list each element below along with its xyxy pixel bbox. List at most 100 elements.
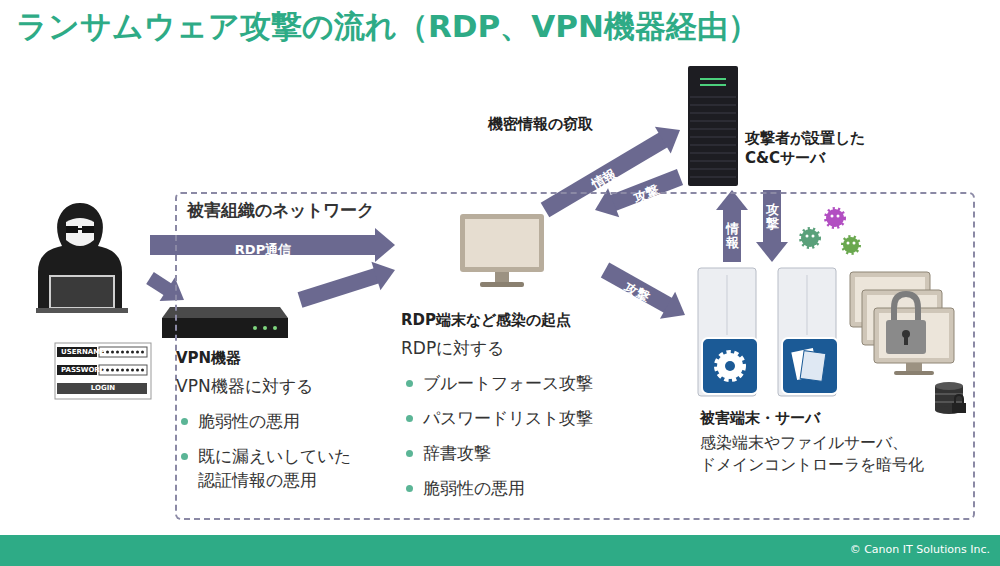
virus-icons-part [812,235,815,238]
attacker-figure-part [78,228,82,230]
bullet-dot [181,418,188,425]
attacker-figure-part [36,308,128,313]
edge-label: 情報 [726,221,739,250]
sub-row: VPN機器に対する [176,374,362,398]
arrow-connector [150,277,184,301]
arrow-shaft [605,270,668,306]
cc-row: 攻撃者が設置した C&Cサーバ [745,128,873,168]
edge-label: 情報 [590,167,619,191]
attacker-figure [36,203,128,313]
cc-server-tower [688,66,738,186]
formBtn-text: LOGIN [59,383,147,394]
victim-servers-part [702,338,758,394]
victim-terminals-part [879,313,949,358]
vpn-device-part [162,307,288,318]
footer-bar-part [0,535,1000,566]
form-row: PASSWORD [59,365,150,375]
head-text: RDP端末など感染の起点 [401,310,605,330]
bullet-dot [406,380,413,387]
rdp-monitor-part [480,282,524,287]
bullet-text: 辞書攻撃 [423,441,605,465]
edge-label: 攻撃 [622,280,651,304]
cc-server-tower-part [690,96,736,182]
bullet-row: 既に漏えいしていた 認証情報の悪用 [176,444,362,492]
bullet-dot [406,450,413,457]
virus-icons-part [847,242,850,245]
cc-server-tower-part [688,66,738,186]
virus-icons-part [826,209,844,227]
edge-label: 攻撃 [766,202,779,231]
bullet-text: 脆弱性の悪用 [423,476,605,500]
vpn-device-part [263,326,267,330]
arrow-head [655,127,680,154]
form-text: PASSWORD [61,365,150,375]
login-form-part [55,343,151,399]
head-text: 被害端末・サーバ [700,408,970,428]
login-form-part [99,347,147,357]
title: ランサムウェア攻撃の流れ（RDP、VPN機器経由） [16,6,759,46]
victim-servers-part [807,275,808,335]
footer-bar [0,535,1000,566]
rdp-monitor [460,214,544,287]
virus-icons [801,209,859,253]
virus-icons-part [853,242,856,245]
arrow-head [660,292,685,319]
body-text: 感染端末やファイルサーバ、 ドメインコントローラを暗号化 [700,432,928,476]
padlock-part [886,320,926,354]
vpn-device-node: VPN機器VPN機器に対する脆弱性の悪用既に漏えいしていた 認証情報の悪用 [162,300,362,492]
virus-icons-part [801,229,819,247]
victim-servers-part [800,351,826,382]
arrow-shaft [150,235,376,255]
database-icon [935,382,966,414]
edge-label: RDP通信 [235,243,291,256]
database-icon-part [935,382,963,390]
bullet-text: パスワードリスト攻撃 [423,406,605,430]
login-form-part [57,383,147,394]
arrow-shaft [300,276,377,300]
sub-text: VPN機器に対する [176,374,362,398]
arrow-connector [605,270,685,319]
attacker-figure-part [82,226,94,233]
virus-icons-part [806,235,809,238]
victim-servers-part [727,275,728,335]
copyright: © Canon IT Solutions Inc. [850,543,990,557]
victim-terminals-part [894,371,934,375]
region-text: 被害組織のネットワーク [187,199,973,221]
rdp-monitor-part [460,214,544,272]
login-form-part [101,365,145,375]
arrow-connector [150,228,395,262]
bullet-text: ブルートフォース攻撃 [423,371,605,395]
cc-server-node: 攻撃者が設置した C&Cサーバ [680,62,880,190]
login-form-part [101,347,145,357]
arrow-connector [545,127,680,210]
head-row: RDP端末など感染の起点 [401,310,605,330]
rdp-monitor-part [465,219,539,267]
arrow-connector [716,190,748,262]
arrow-shaft [763,190,781,243]
login-form [55,343,151,399]
cc-text: 攻撃者が設置した C&Cサーバ [745,128,873,168]
victim-servers-part [717,353,743,379]
form-row: USERNAME [59,347,150,357]
body-row: 感染端末やファイルサーバ、 ドメインコントローラを暗号化 [700,432,928,476]
note-label-wrap: 機密情報の窃取 [488,114,593,134]
head-row: VPN機器 [176,348,362,368]
note-label: 機密情報の窃取 [488,114,593,134]
virus-icons-part [837,215,840,218]
sub-row: RDPに対する [401,336,605,360]
vpn-device-part [273,326,277,330]
attacker-figure-part [50,276,114,308]
bullet-dot [406,415,413,422]
head-row: 被害端末・サーバ [700,408,970,428]
database-icon-part [952,403,966,413]
login-form-part [99,365,147,375]
virus-icons-part [831,215,834,218]
victim-servers-part [725,361,735,371]
attacker-node: USERNAME PASSWORD LOGIN [25,200,150,400]
arrow-connector [756,190,788,262]
arrow-head [375,228,395,262]
head-text: VPN機器 [176,348,362,368]
victim-servers-part [782,338,838,394]
padlock-part [894,294,918,322]
cc-server-tower-part [700,84,726,86]
